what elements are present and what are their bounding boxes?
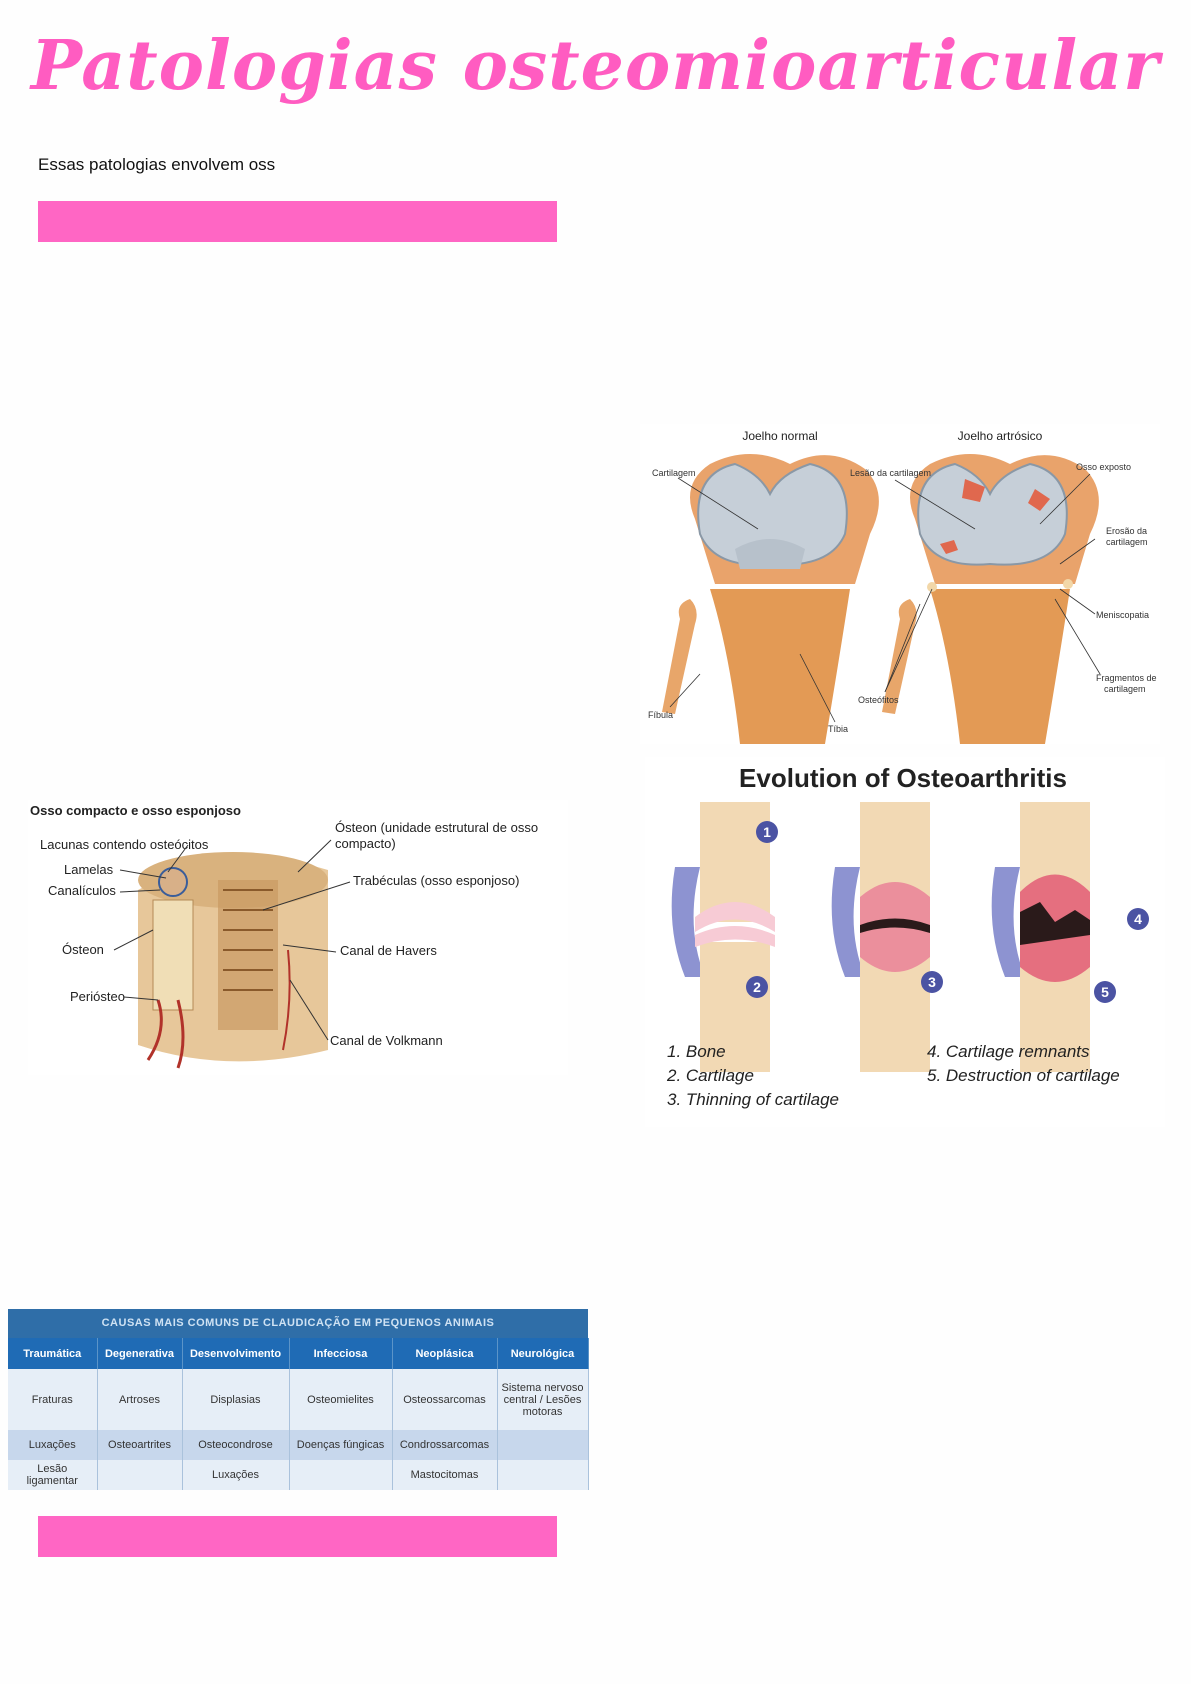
table-cell: Osteocondrose [182, 1430, 290, 1460]
table-cell: Luxações [182, 1460, 290, 1490]
label-fibula: Fíbula [648, 710, 673, 720]
label-trabeculas: Trabéculas (osso esponjoso) [353, 873, 519, 888]
table-cell: Displasias [182, 1369, 290, 1430]
table-cell: Osteoartrites [97, 1430, 183, 1460]
marker-1: 1 [763, 824, 771, 840]
label-osteofitos: Osteófitos [858, 695, 899, 705]
bone-figure-title: Osso compacto e osso esponjoso [30, 803, 241, 818]
label-volkmann: Canal de Volkmann [330, 1033, 443, 1048]
label-osteon-unit-2: compacto) [335, 836, 396, 851]
legend-item-4: 4. Cartilage remnants [927, 1042, 1090, 1061]
legend-item-1: 1. Bone [667, 1042, 726, 1061]
label-erosao-2: cartilagem [1106, 537, 1148, 547]
bone-block-illustration [138, 852, 328, 1069]
table-cell [497, 1430, 589, 1460]
table-header-cell: Neoplásica [392, 1338, 498, 1369]
table-row: Luxações Osteoartrites Osteocondrose Doe… [8, 1430, 589, 1460]
table-cell: Osteossarcomas [392, 1369, 498, 1430]
highlight-bar-bottom [38, 1516, 557, 1557]
label-osso-exposto: Osso exposto [1076, 462, 1131, 472]
table-cell: Mastocitomas [392, 1460, 498, 1490]
joint-stage-1 [671, 802, 775, 1072]
table-header-cell: Degenerativa [97, 1338, 183, 1369]
table-cell [497, 1460, 589, 1490]
marker-4: 4 [1134, 911, 1142, 927]
table-cell: Doenças fúngicas [289, 1430, 393, 1460]
stage-markers: 1 2 3 4 5 [746, 821, 1149, 1003]
oa-figure-title: Evolution of Osteoarthritis [739, 763, 1067, 793]
table-row: Fraturas Artroses Displasias Osteomielit… [8, 1369, 589, 1430]
joint-stage-2 [831, 802, 930, 1072]
marker-2: 2 [753, 979, 761, 995]
label-erosao-1: Erosão da [1106, 526, 1147, 536]
osteoarthritis-evolution-figure: Evolution of Osteoarthritis 1 2 3 4 5 1.… [645, 757, 1165, 1127]
label-canaliculos: Canalículos [48, 883, 116, 898]
arthrosic-knee-title: Joelho artrósico [958, 429, 1043, 443]
intro-text: Essas patologias envolvem oss [38, 155, 276, 174]
label-lacunas: Lacunas contendo osteócitos [40, 837, 209, 852]
claudication-causes-table: CAUSAS MAIS COMUNS DE CLAUDICAÇÃO EM PEQ… [8, 1309, 589, 1490]
label-lamelas: Lamelas [64, 862, 114, 877]
legend-item-3: 3. Thinning of cartilage [667, 1090, 839, 1109]
label-tibia: Tíbia [828, 724, 848, 734]
bone-structure-figure: Osso compacto e osso esponjoso Lacunas c… [28, 800, 568, 1075]
table-cell: Luxações [8, 1430, 98, 1460]
table-header-cell: Desenvolvimento [182, 1338, 290, 1369]
label-osteon: Ósteon [62, 942, 104, 957]
table-header-cell: Traumática [8, 1338, 98, 1369]
legend-item-5: 5. Destruction of cartilage [927, 1066, 1120, 1085]
page-title: Patologias osteomioarticular [30, 26, 1161, 106]
normal-knee-illustration [662, 454, 879, 744]
table-cell [97, 1460, 183, 1490]
knee-arthrosis-figure: Joelho normal Joelho artrósico Cartilage… [640, 424, 1160, 744]
marker-3: 3 [928, 974, 936, 990]
normal-knee-title: Joelho normal [742, 429, 817, 443]
table-header-cell: Infecciosa [289, 1338, 393, 1369]
table-header-row: Traumática Degenerativa Desenvolvimento … [8, 1338, 589, 1369]
label-cartilagem: Cartilagem [652, 468, 696, 478]
arthrosic-knee-illustration [882, 454, 1099, 744]
joint-stage-3 [991, 802, 1090, 1072]
table-cell: Osteomielites [289, 1369, 393, 1430]
label-periosteo: Periósteo [70, 989, 125, 1004]
legend-item-2: 2. Cartilage [666, 1066, 754, 1085]
label-fragmentos-2: cartilagem [1104, 684, 1146, 694]
table-cell: Artroses [97, 1369, 183, 1430]
label-lesao-cartilagem: Lesão da cartilagem [850, 468, 931, 478]
table-cell: Lesão ligamentar [8, 1460, 98, 1490]
label-osteon-unit-1: Ósteon (unidade estrutural de osso [335, 820, 538, 835]
marker-5: 5 [1101, 984, 1109, 1000]
table-header-cell: Neurológica [497, 1338, 589, 1369]
label-havers: Canal de Havers [340, 943, 437, 958]
table-caption: CAUSAS MAIS COMUNS DE CLAUDICAÇÃO EM PEQ… [8, 1309, 588, 1338]
table-cell: Fraturas [8, 1369, 98, 1430]
table-cell: Sistema nervoso central / Lesões motoras [497, 1369, 589, 1430]
table-cell [289, 1460, 393, 1490]
table-cell: Condrossarcomas [392, 1430, 498, 1460]
highlight-bar-top [38, 201, 557, 242]
label-meniscopatia: Meniscopatia [1096, 610, 1149, 620]
table-row: Lesão ligamentar Luxações Mastocitomas [8, 1460, 589, 1490]
label-fragmentos-1: Fragmentos de [1096, 673, 1157, 683]
